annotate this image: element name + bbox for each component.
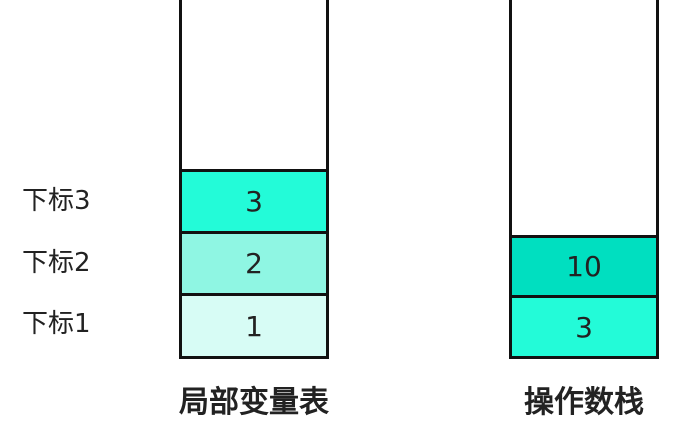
- local-var-slot-3: 3: [182, 169, 326, 231]
- operand-stack-slot-top: 10: [512, 235, 656, 295]
- operand-stack-slot-bottom: 3: [512, 295, 656, 356]
- local-variable-table: 3 2 1: [179, 0, 329, 359]
- index-label-3: 下标3: [22, 186, 91, 216]
- local-var-slot-1: 1: [182, 293, 326, 356]
- operand-stack-caption: 操作数栈: [524, 385, 644, 420]
- operand-stack: 10 3: [509, 0, 659, 359]
- local-var-slot-2: 2: [182, 231, 326, 293]
- index-label-2: 下标2: [22, 248, 91, 278]
- local-variable-table-caption: 局部变量表: [179, 385, 329, 420]
- index-label-1: 下标1: [22, 309, 91, 339]
